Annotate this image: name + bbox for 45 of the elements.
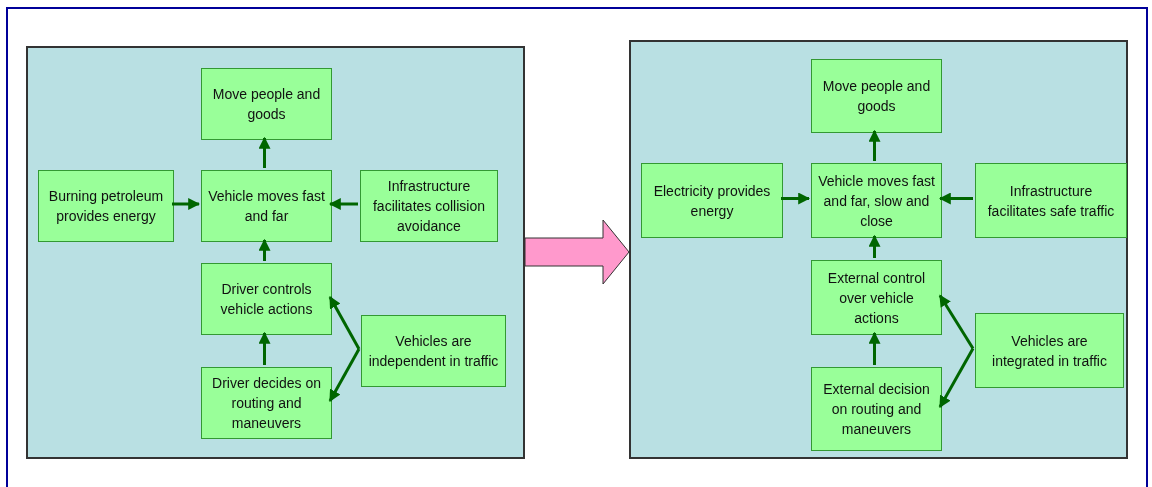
box-text: Vehicle moves fast and far xyxy=(207,187,326,226)
process-box xyxy=(201,170,332,242)
process-box xyxy=(811,163,942,238)
arrow xyxy=(258,331,271,365)
arrow xyxy=(172,198,201,210)
arrow xyxy=(868,331,881,365)
box-text: Move people and goods xyxy=(211,85,322,124)
block-arrow xyxy=(524,219,630,285)
panel-background xyxy=(26,46,525,459)
arrow xyxy=(781,192,811,205)
arrow xyxy=(938,294,975,350)
box-text: Move people and goods xyxy=(821,77,932,116)
box-text: Burning petroleum provides energy xyxy=(47,187,165,226)
arrow xyxy=(258,238,271,261)
process-box xyxy=(38,170,174,242)
process-box xyxy=(201,68,332,140)
process-box xyxy=(361,315,506,387)
panel-background xyxy=(629,40,1128,459)
box-text: Vehicles are integrated in traffic xyxy=(991,331,1108,371)
arrow xyxy=(868,129,881,161)
box-text: Infrastructure facilitates safe traffic xyxy=(986,181,1116,221)
box-text: Electricity provides energy xyxy=(652,181,772,221)
process-box xyxy=(975,163,1127,238)
arrow xyxy=(328,295,361,350)
process-box xyxy=(201,367,332,439)
box-text: Driver decides on routing and maneuvers xyxy=(211,374,322,433)
process-box xyxy=(201,263,332,335)
box-text: External control over vehicle actions xyxy=(826,268,927,328)
box-text: Driver controls vehicle actions xyxy=(219,280,314,319)
arrow xyxy=(258,136,271,168)
arrow xyxy=(328,348,361,403)
box-text: Vehicle moves fast and far, slow and close xyxy=(817,171,936,231)
process-box xyxy=(811,260,942,335)
box-text: Vehicles are independent in traffic xyxy=(367,332,500,371)
process-box xyxy=(811,59,942,133)
arrow xyxy=(328,198,358,210)
process-box xyxy=(975,313,1124,388)
arrow xyxy=(868,234,881,258)
box-text: Infrastructure facilitates collision avoidance xyxy=(371,177,487,236)
process-box xyxy=(811,367,942,451)
process-box xyxy=(360,170,498,242)
box-text: External decision on routing and maneuvers xyxy=(822,380,931,439)
process-box xyxy=(641,163,783,238)
arrow xyxy=(938,347,975,409)
arrow xyxy=(938,192,973,205)
